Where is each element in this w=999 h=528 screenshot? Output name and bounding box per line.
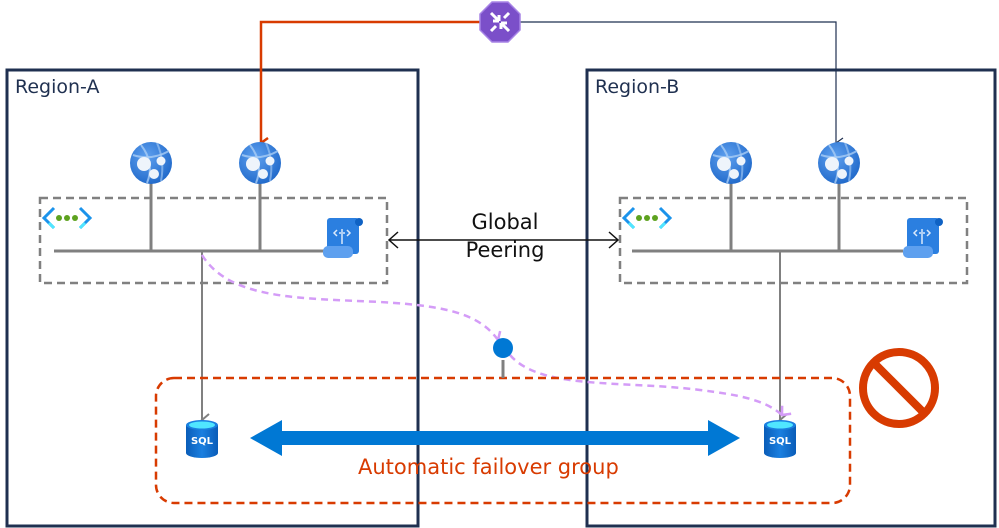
traffic-manager-icon xyxy=(479,1,521,43)
geo-replication-arrow xyxy=(250,420,740,456)
vnet-b-boundary xyxy=(618,196,969,285)
global-peering-arrow xyxy=(387,231,620,249)
private-link-path-b xyxy=(509,354,792,417)
private-endpoint-icon xyxy=(493,338,513,358)
active-route-arrow xyxy=(261,20,484,143)
private-dns-zone-icon xyxy=(322,217,364,259)
region-b-label: Region-B xyxy=(595,76,680,98)
global-peering-line1: Global xyxy=(471,210,539,234)
sql-database-icon xyxy=(186,420,218,458)
app-service-icon xyxy=(129,141,173,185)
global-peering-line2: Peering xyxy=(465,238,545,262)
virtual-network-icon xyxy=(42,206,92,230)
virtual-network-icon xyxy=(622,206,672,230)
region-a-boundary xyxy=(5,68,420,528)
region-a-label: Region-A xyxy=(15,76,100,98)
app-service-icon xyxy=(238,141,282,185)
failover-group-label: Automatic failover group xyxy=(358,455,619,479)
private-dns-zone-icon xyxy=(902,217,944,259)
vnet-a-boundary xyxy=(38,196,389,285)
passive-route-arrow xyxy=(516,21,844,149)
sql-database-icon xyxy=(764,420,796,458)
region-b-boundary xyxy=(585,68,997,528)
prohibited-icon xyxy=(859,348,939,428)
global-peering-label: Global Peering xyxy=(445,208,565,264)
private-link-path-a xyxy=(200,254,508,343)
app-service-icon xyxy=(709,141,753,185)
app-service-icon xyxy=(817,141,861,185)
